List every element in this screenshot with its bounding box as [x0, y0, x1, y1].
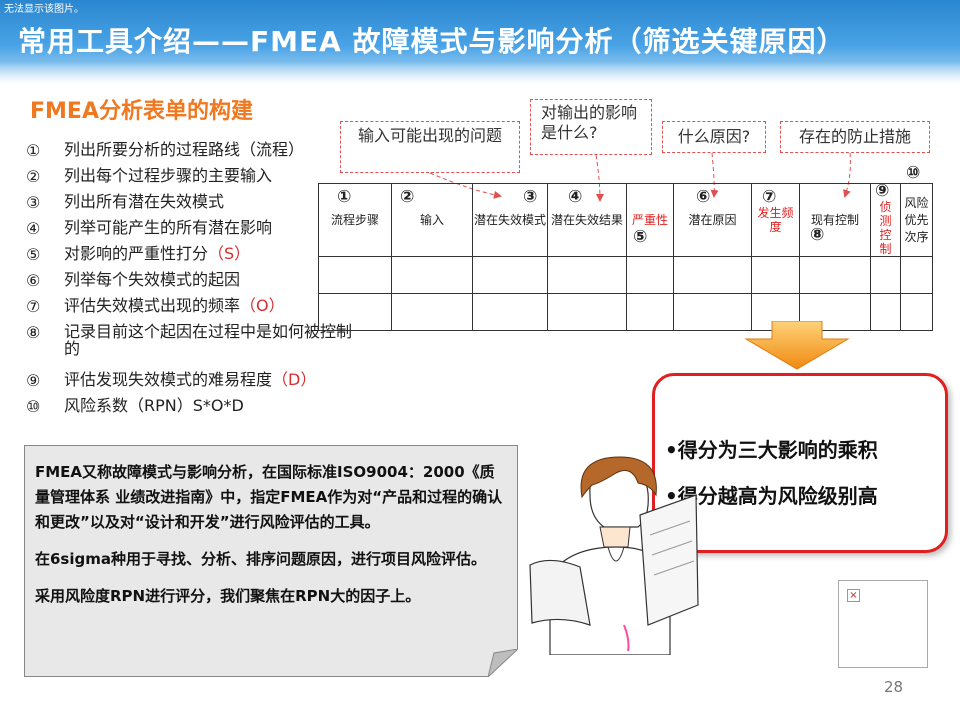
- callout-output: 对输出的影响是什么?: [530, 99, 652, 155]
- header-banner: [0, 0, 960, 84]
- fmea-description-note: FMEA又称故障模式与影响分析，在国际标准ISO9004：2000《质量管理体系…: [24, 445, 518, 677]
- occurrence-code: （O）: [240, 296, 285, 315]
- broken-image-icon: ×: [847, 589, 860, 602]
- note-fold-corner: [488, 649, 518, 677]
- down-arrow-icon: [744, 321, 850, 370]
- detection-code: （D）: [272, 370, 317, 389]
- slide-title: 常用工具介绍——FMEA 故障模式与影响分析（筛选关键原因）: [18, 25, 846, 58]
- result-box: •得分为三大影响的乘积 •得分越高为风险级别高: [652, 373, 948, 553]
- severity-code: （S）: [208, 244, 251, 263]
- result-line-2: •得分越高为风险级别高: [665, 484, 878, 508]
- note-paragraph: 在6sigma种用于寻找、分析、排序问题原因，进行项目风险评估。: [35, 550, 486, 568]
- result-line-1: •得分为三大影响的乘积: [665, 438, 878, 462]
- note-paragraph: FMEA又称故障模式与影响分析，在国际标准ISO9004：2000《质量管理体系…: [35, 463, 503, 531]
- note-paragraph: 采用风险度RPN进行评分，我们聚焦在RPN大的因子上。: [35, 587, 421, 605]
- callout-input: 输入可能出现的问题: [340, 121, 520, 173]
- page-number: 28: [884, 678, 904, 696]
- woman-with-blueprint-illustration: [529, 456, 699, 655]
- table-row: [318, 256, 933, 294]
- callout-prevention: 存在的防止措施: [780, 121, 930, 153]
- table-row: [318, 293, 933, 331]
- broken-image-placeholder: ×: [838, 580, 928, 668]
- section-subtitle: FMEA分析表单的构建: [30, 99, 253, 124]
- image-error-note: 无法显示该图片。: [4, 4, 84, 15]
- callout-cause: 什么原因?: [662, 121, 766, 153]
